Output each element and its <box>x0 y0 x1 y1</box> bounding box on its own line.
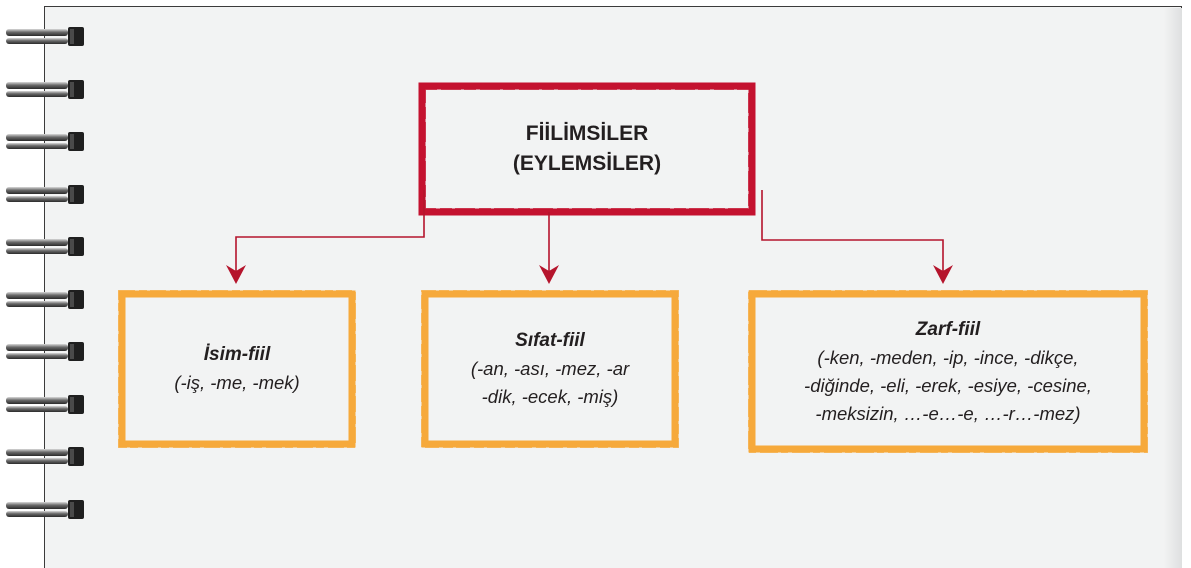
spiral-ring-icon <box>6 342 84 361</box>
connector-left <box>226 190 425 284</box>
arrow-down-icon <box>539 265 559 284</box>
child-node-isim-fiil: İsim-fiil (-iş, -me, -mek) <box>126 298 348 440</box>
child-title: Zarf-fiil <box>915 318 981 340</box>
child-title: İsim-fiil <box>203 344 271 365</box>
child-node-zarf-fiil: Zarf-fiil (-ken, -meden, -ip, -ince, -di… <box>756 298 1140 445</box>
spiral-ring-icon <box>6 447 84 466</box>
child-suffixes: (-an, -ası, -mez, -ar -dik, -ecek, -miş) <box>470 358 630 407</box>
arrow-down-icon <box>933 265 953 284</box>
connector-right <box>761 190 953 284</box>
spiral-ring-icon <box>6 500 84 519</box>
root-title-line1: FİİLİMSİLER <box>525 122 649 145</box>
root-box-border <box>418 82 756 216</box>
connector-middle <box>539 212 559 284</box>
child-title: Sıfat-fiil <box>515 330 585 351</box>
spiral-ring-icon <box>6 395 84 414</box>
child-box-border-1 <box>118 290 356 448</box>
root-node: FİİLİMSİLER (EYLEMSİLER) <box>426 90 748 208</box>
child-box-border-3 <box>748 290 1148 453</box>
child-suffixes: (-ken, -meden, -ip, -ince, -dikçe, -diği… <box>804 346 1092 424</box>
page-edge-shadow <box>1164 8 1182 568</box>
spiral-ring-icon <box>6 290 84 309</box>
root-title-line2: (EYLEMSİLER) <box>512 152 662 175</box>
arrow-down-icon <box>226 265 246 284</box>
notebook-page <box>44 6 1182 568</box>
spiral-ring-icon <box>6 27 84 46</box>
spiral-ring-icon <box>6 132 84 151</box>
child-suffixes: (-iş, -me, -mek) <box>174 372 300 393</box>
child-node-sifat-fiil: Sıfat-fiil (-an, -ası, -mez, -ar -dik, -… <box>429 298 671 440</box>
spiral-ring-icon <box>6 80 84 99</box>
child-box-border-2 <box>421 290 679 448</box>
spiral-ring-icon <box>6 185 84 204</box>
spiral-ring-icon <box>6 237 84 256</box>
